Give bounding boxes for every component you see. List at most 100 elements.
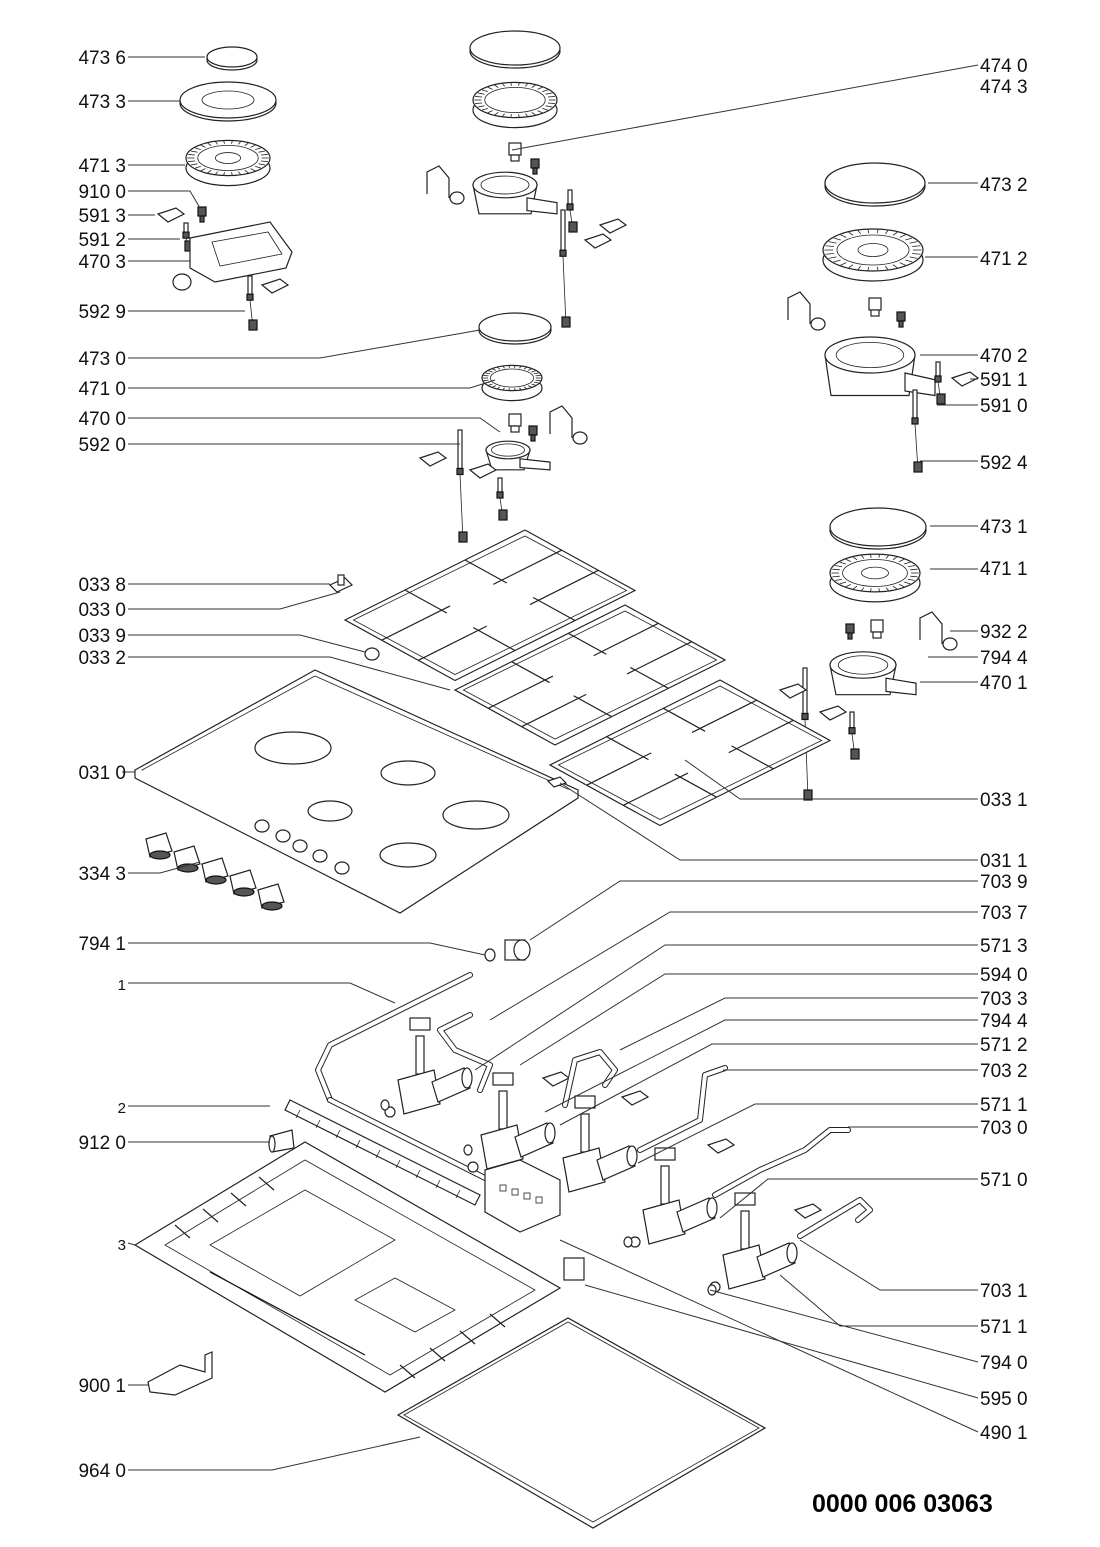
electrode-connector — [248, 319, 258, 331]
gen-terminal — [499, 1184, 507, 1192]
rubber-foot-033-9 — [364, 647, 380, 661]
burner-flame-port — [835, 578, 843, 581]
callout-label-334-3: 334 3 — [78, 864, 126, 885]
burner-center — [214, 152, 241, 164]
inlet-thread — [513, 939, 531, 961]
electrode-collar — [934, 375, 942, 383]
tray-rib — [202, 1208, 219, 1223]
burner-flame-port — [190, 150, 198, 153]
leader-line-703-7 — [489, 911, 978, 1021]
callout-label-912-0: 912 0 — [78, 1133, 126, 1154]
seal-794-1 — [484, 948, 496, 962]
gen-body — [484, 1159, 561, 1233]
connector-body — [563, 1257, 585, 1281]
burner-flame-port — [867, 229, 870, 234]
connector-595-0 — [563, 1257, 585, 1281]
burner-flame-port — [533, 372, 539, 375]
burner-flame-port — [510, 82, 512, 86]
bracket-body — [147, 1351, 213, 1396]
leader-line-473-0 — [128, 329, 481, 359]
valve-body — [722, 1244, 766, 1290]
foot-post — [337, 574, 345, 586]
burner-ring — [484, 87, 546, 114]
burner-471-0 — [481, 364, 543, 402]
callout-label-703-3: 703 3 — [980, 989, 1028, 1010]
burner-flame-port — [531, 84, 536, 88]
burner-flame-port — [835, 565, 843, 568]
burner-flame-port — [531, 383, 536, 386]
burner-flame-port — [477, 105, 485, 108]
gas-pipe-703-7 — [437, 1012, 493, 1093]
callout-label-473-6: 473 6 — [78, 48, 126, 69]
electrode-connector — [936, 393, 946, 405]
burner-ring — [489, 368, 534, 388]
document-number: 0000 006 03063 — [812, 1490, 993, 1518]
leader-line-571-1a — [637, 1103, 978, 1164]
grate-finger — [626, 641, 692, 675]
burner-flame-port — [542, 89, 549, 92]
valve-body — [480, 1124, 524, 1170]
burner-flame-port — [910, 568, 918, 571]
burner-flame-port — [258, 163, 266, 166]
valve-spindle — [498, 1090, 508, 1130]
burner-flame-port — [497, 367, 501, 370]
callout-label-794-1: 794 1 — [78, 934, 126, 955]
burner-flame-port — [508, 365, 510, 368]
burner-flame-port — [194, 166, 201, 169]
burner-flame-port — [892, 231, 898, 236]
burner-flame-port — [525, 83, 528, 87]
callout-label-571-2: 571 2 — [980, 1035, 1028, 1056]
bracket-ring — [572, 431, 588, 445]
burner-flame-port — [845, 558, 852, 562]
burner-flame-port — [857, 230, 861, 235]
grate-finger — [418, 625, 488, 661]
tray-rib — [230, 1192, 247, 1207]
callout-label-ref-3: 3 — [118, 1237, 126, 1254]
screw-474 — [530, 158, 540, 175]
gasket-964-0 — [396, 1317, 767, 1529]
electrode-tip — [560, 209, 566, 251]
burner-flame-port — [244, 170, 249, 174]
burner-flame-port — [215, 171, 218, 175]
manifold-rail-2 — [284, 1099, 481, 1206]
cup-inner — [837, 655, 889, 675]
screw-thread — [532, 167, 538, 175]
hob-top-opening-large — [442, 800, 510, 830]
burner-flame-port — [878, 554, 880, 558]
knob-body — [229, 869, 257, 895]
pipe-inner — [638, 1066, 727, 1152]
rail-notch — [375, 1149, 381, 1159]
clip-591-3 — [156, 207, 186, 223]
gas-manifold-tube — [327, 1097, 488, 1181]
cup-bracket — [519, 458, 551, 471]
burner-flame-port — [215, 141, 218, 145]
valve-microswitch — [574, 1095, 596, 1109]
electrode-tip — [247, 275, 253, 295]
burner-flame-port — [481, 89, 488, 92]
leader-line-571-3 — [474, 944, 978, 1071]
grate-finger — [623, 772, 689, 806]
burner-ring — [836, 234, 910, 266]
callout-label-794-4a: 794 4 — [980, 648, 1028, 669]
callout-label-033-0: 033 0 — [78, 600, 126, 621]
cap-473-0 — [478, 312, 552, 345]
hob-top-031-0 — [133, 669, 580, 914]
gas-manifold-pipe-1 — [315, 972, 473, 1103]
burner-flame-port — [533, 381, 539, 384]
rail-notch — [415, 1169, 421, 1179]
tray-recess-1 — [209, 1189, 396, 1297]
callout-label-703-0: 703 0 — [980, 1118, 1028, 1139]
leader-line-471-0 — [128, 379, 496, 389]
clip-592-9 — [260, 278, 290, 294]
leader-line-703-9 — [529, 880, 978, 941]
injector-thread — [872, 631, 882, 639]
hob-top-opening-semi — [379, 842, 437, 868]
fixing-bracket-900-1 — [147, 1351, 213, 1396]
control-knob-334-3 — [145, 832, 173, 860]
electrode-591-2 — [182, 222, 194, 252]
valve-thermocouple-socket — [676, 1197, 716, 1233]
valve-spindle — [740, 1210, 750, 1250]
bracket-ring — [449, 191, 465, 205]
